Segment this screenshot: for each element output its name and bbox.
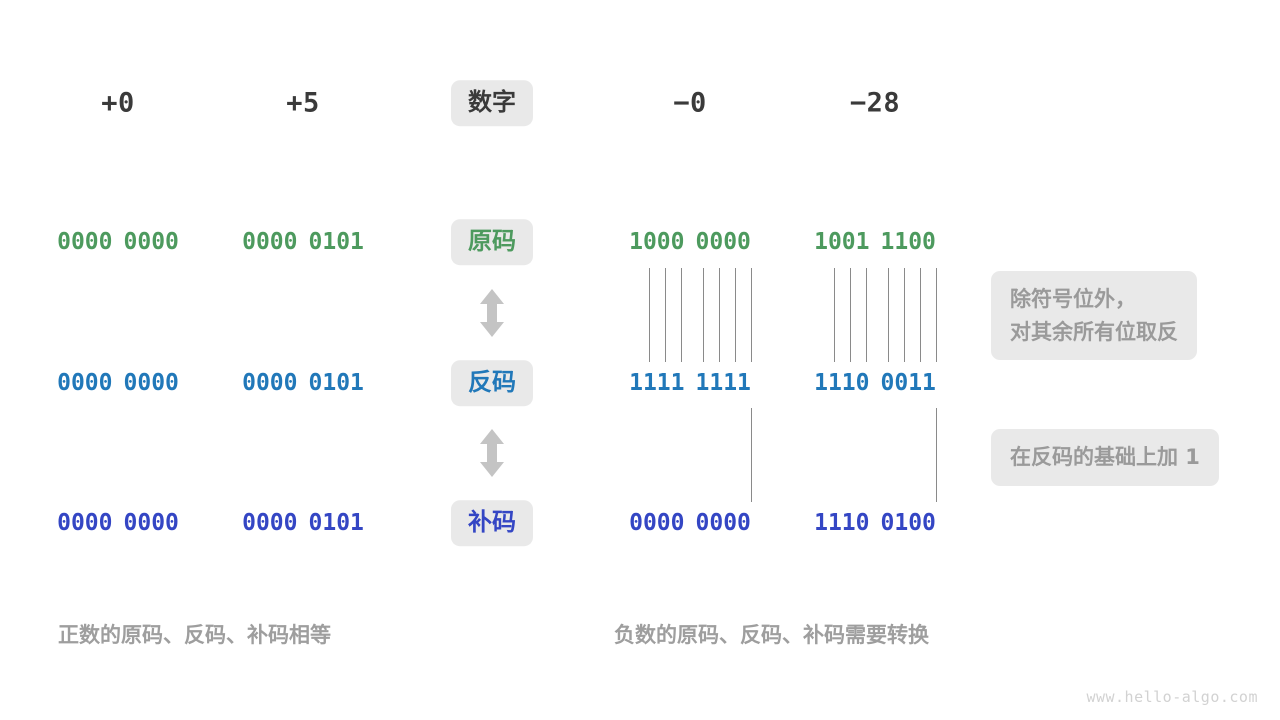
- row-label-badge-twos_complement: 补码: [451, 500, 533, 546]
- connector-line-neg28-invert-4: [904, 268, 905, 362]
- connector-line-neg28-invert-3: [888, 268, 889, 362]
- row-label-badge-ones_complement: 反码: [451, 360, 533, 406]
- connector-line-neg0-invert-6: [751, 268, 752, 362]
- negative-caption: 负数的原码、反码、补码需要转换: [614, 623, 929, 647]
- connector-line-neg0-invert-0: [649, 268, 650, 362]
- column-header-pos5: +5: [286, 87, 320, 119]
- watermark: www.hello-algo.com: [1086, 688, 1258, 706]
- connector-line-neg0-invert-1: [665, 268, 666, 362]
- column-header-pos0: +0: [101, 87, 135, 119]
- connector-line-neg28-invert-0: [834, 268, 835, 362]
- connector-line-neg28-invert-1: [850, 268, 851, 362]
- plus-one-note: 在反码的基础上加 1: [991, 429, 1219, 486]
- invert-note: 除符号位外， 对其余所有位取反: [991, 271, 1197, 361]
- connector-line-neg0-invert-5: [735, 268, 736, 362]
- connector-line-neg0-invert-3: [703, 268, 704, 362]
- column-header-neg28: −28: [849, 87, 901, 119]
- connector-line-neg28-carry-0: [936, 408, 937, 502]
- connector-line-neg0-carry-0: [751, 408, 752, 502]
- row-label-badge-sign_magnitude: 原码: [451, 219, 533, 265]
- column-header-neg0: −0: [673, 87, 707, 119]
- connector-line-neg0-invert-4: [719, 268, 720, 362]
- connector-line-neg28-invert-2: [866, 268, 867, 362]
- connector-line-neg28-invert-5: [920, 268, 921, 362]
- arrow-oc-to-tc: [477, 428, 507, 478]
- connector-line-neg0-invert-2: [681, 268, 682, 362]
- connector-line-neg28-invert-6: [936, 268, 937, 362]
- column-header-label-badge: 数字: [451, 80, 533, 126]
- arrow-sm-to-oc: [477, 288, 507, 338]
- positive-caption: 正数的原码、反码、补码相等: [58, 623, 331, 647]
